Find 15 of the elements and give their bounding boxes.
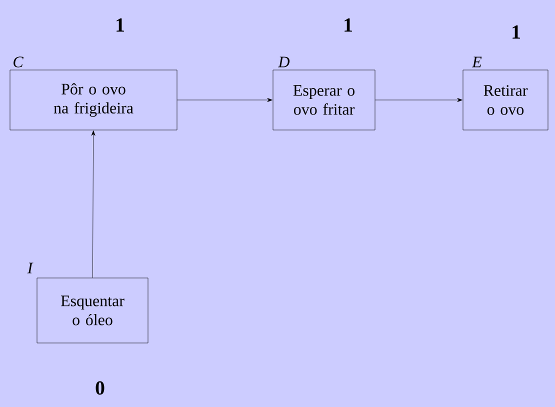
count-number: 1 — [344, 18, 352, 32]
arrow — [375, 98, 462, 102]
count-number: 1 — [116, 18, 124, 32]
process-box: Esperar o ovo fritar — [272, 70, 376, 130]
process-box: Pôr o ovo na frigideira — [10, 70, 178, 130]
process-box: Esquentar o óleo — [36, 278, 148, 344]
node-letter: I — [27, 262, 34, 274]
arrow — [177, 98, 272, 102]
node-letter: D — [278, 56, 290, 68]
count-number: 1 — [512, 25, 520, 39]
node-letter: E — [472, 56, 482, 68]
node-letter: C — [14, 56, 24, 68]
process-box: Retirar o ovo — [462, 70, 548, 130]
count-number: 0 — [96, 381, 104, 395]
arrow — [91, 130, 96, 278]
